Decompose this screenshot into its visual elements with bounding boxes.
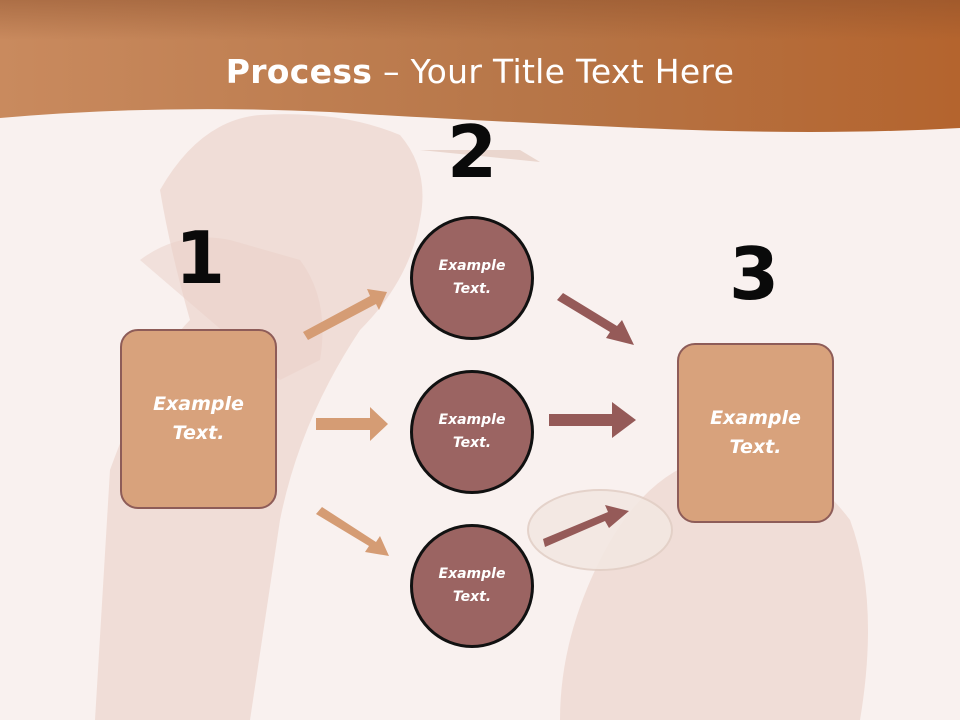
slide-title: Process – Your Title Text Here — [0, 52, 960, 91]
arrow-left-middle — [316, 407, 388, 441]
step-number-2: 2 — [446, 110, 498, 194]
pencil-shape — [420, 150, 540, 162]
title-bold: Process — [225, 52, 373, 91]
arrow-right-middle — [549, 402, 636, 438]
circle-bottom: Example Text. — [410, 524, 534, 648]
circle-middle: Example Text. — [410, 370, 534, 494]
arrow-right-down — [557, 293, 634, 345]
arrow-right-up — [543, 505, 629, 547]
left-box: Example Text. — [120, 329, 277, 509]
eraser-shape — [527, 489, 673, 571]
step-number-3: 3 — [728, 232, 780, 316]
arrow-left-down — [316, 507, 389, 556]
circle-top: Example Text. — [410, 216, 534, 340]
right-box: Example Text. — [677, 343, 834, 523]
arrow-left-up — [303, 289, 387, 340]
step-number-1: 1 — [174, 216, 226, 300]
title-rest: – Your Title Text Here — [372, 52, 735, 91]
